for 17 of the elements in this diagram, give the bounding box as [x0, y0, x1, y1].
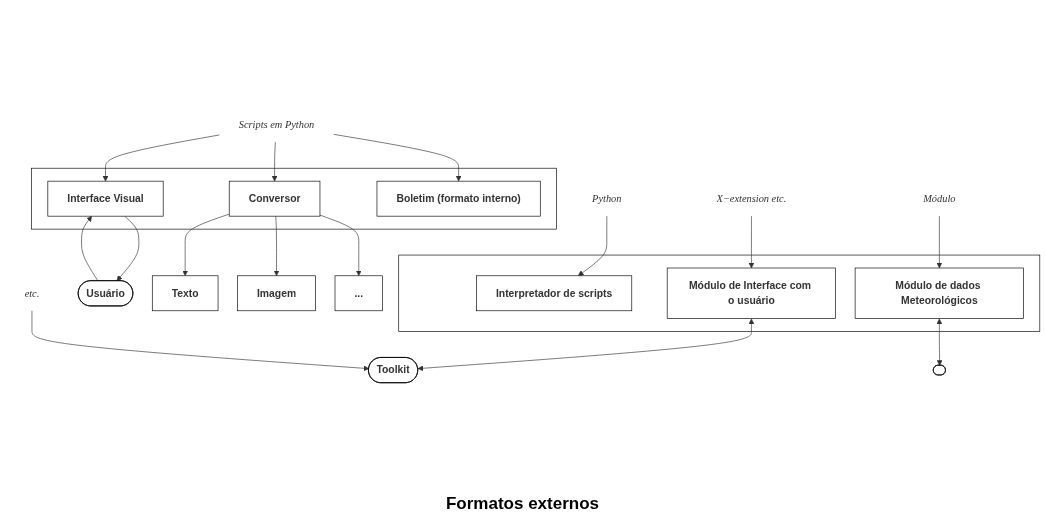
node-box: Conversor	[228, 180, 321, 217]
node-box: Imagem	[237, 275, 316, 312]
node-box: Módulo de Interface com o usuário	[666, 267, 836, 319]
node-text: etc.	[24, 287, 40, 299]
group-label: Formatos externos	[445, 494, 599, 514]
node-box: Módulo de dados Meteorológicos	[854, 267, 1024, 319]
node-box: ...	[334, 275, 383, 312]
node-box: Interface Visual	[47, 180, 164, 217]
node-box: Boletim (formato interno)	[376, 180, 541, 217]
node-box: Texto	[151, 275, 219, 312]
cluster	[31, 167, 557, 230]
node-text: Python	[592, 192, 622, 204]
node-text: Módulo	[923, 192, 956, 204]
node-text: X−extension etc.	[716, 192, 787, 204]
cluster	[398, 254, 1041, 332]
node-box: Interpretador de scripts	[476, 275, 633, 312]
node-text: Scripts em Python	[238, 118, 315, 130]
